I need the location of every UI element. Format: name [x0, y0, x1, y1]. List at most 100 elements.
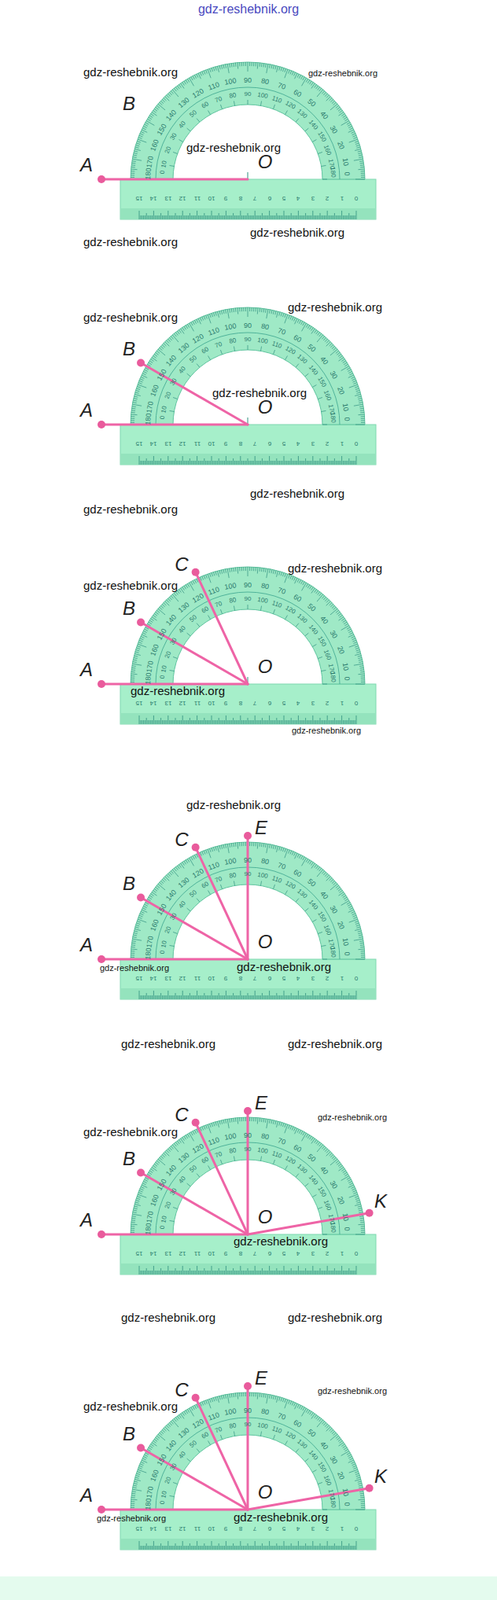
ruler-tick	[158, 460, 160, 465]
degree-tick	[319, 592, 322, 597]
degree-tick	[275, 845, 277, 850]
ruler-tick	[238, 1270, 240, 1275]
ruler-tick	[143, 215, 144, 220]
ruler-tick	[265, 215, 267, 220]
inner-tick	[260, 881, 262, 887]
degree-tick	[360, 946, 365, 949]
degree-tick	[309, 585, 312, 590]
degree-tick	[272, 310, 274, 315]
degree-tick	[215, 66, 217, 71]
ruler-tick	[294, 995, 296, 1000]
ruler-tick	[337, 1270, 339, 1275]
degree-tick	[360, 950, 365, 952]
degree-tick	[291, 71, 294, 76]
ruler-tick	[320, 1543, 321, 1550]
degree-tick	[353, 642, 358, 645]
ruler-tick	[328, 720, 330, 725]
ruler-tick	[329, 1546, 331, 1550]
ruler-tick	[160, 993, 162, 1000]
degree-tick	[309, 80, 312, 85]
degree-tick	[284, 574, 288, 583]
ruler-tick	[298, 456, 299, 465]
ruler-tick	[265, 720, 266, 725]
degree-tick	[265, 1119, 267, 1123]
inner-tick	[233, 346, 235, 352]
degree-tick	[338, 1163, 342, 1167]
degree-tick	[251, 842, 253, 847]
ruler-tick	[239, 1541, 241, 1550]
ruler-tick	[198, 215, 199, 220]
ruler-tick	[205, 995, 207, 1000]
ruler-tick	[175, 993, 177, 1000]
ruler-tick	[342, 1546, 344, 1550]
ruler-tick	[250, 1270, 251, 1275]
ruler-tick	[151, 215, 153, 220]
degree-tick	[311, 327, 314, 331]
degree-tick	[330, 99, 334, 102]
degree-tick	[257, 308, 259, 315]
ruler-tick	[151, 460, 153, 465]
degree-tick	[167, 873, 170, 877]
degree-tick	[136, 1196, 141, 1198]
ruler-tick	[292, 1270, 294, 1275]
degree-tick	[178, 84, 181, 88]
degree-tick	[169, 337, 172, 341]
ruler-tick	[284, 215, 286, 220]
degree-tick	[354, 393, 361, 396]
ruler-tick	[173, 720, 175, 725]
ruler-tick	[193, 720, 195, 725]
ruler-tick	[301, 995, 303, 1000]
ruler-tick	[199, 720, 201, 725]
ruler-tick	[334, 458, 336, 465]
degree-tick	[156, 350, 160, 354]
degree-tick	[266, 309, 269, 319]
degree-tick	[357, 1224, 365, 1226]
ruler-tick	[342, 720, 344, 725]
degree-tick	[302, 77, 305, 81]
ruler-tick	[346, 995, 347, 1000]
degree-tick	[307, 860, 310, 864]
inner-tick	[187, 373, 192, 377]
ruler-tick	[211, 715, 213, 725]
ruler-tick	[237, 720, 239, 725]
ruler-tick	[332, 1270, 334, 1275]
ruler-tick	[244, 215, 246, 220]
degree-tick	[160, 880, 164, 884]
degree-tick	[133, 657, 138, 659]
ruler-tick	[220, 460, 221, 465]
ruler-tick	[268, 990, 270, 1000]
ruler-tick	[263, 1270, 265, 1275]
ruler-tick	[254, 456, 256, 465]
ruler-tick	[348, 1268, 350, 1275]
point-dot	[97, 955, 106, 964]
degree-tick	[137, 384, 147, 388]
degree-tick	[349, 633, 353, 635]
degree-tick	[247, 566, 249, 577]
degree-tick	[338, 890, 343, 893]
degree-tick	[268, 844, 271, 849]
ruler-tick	[289, 720, 291, 725]
degree-tick	[239, 307, 240, 312]
degree-tick	[245, 566, 247, 571]
degree-tick	[357, 169, 365, 171]
ruler-tick	[270, 1546, 272, 1550]
ruler-tick	[267, 995, 269, 1000]
ruler-tick	[213, 460, 215, 465]
degree-tick	[330, 879, 334, 882]
degree-tick	[139, 913, 144, 916]
degree-tick	[329, 877, 333, 880]
degree-tick	[131, 408, 136, 410]
degree-tick	[139, 1189, 144, 1191]
ruler-tick	[303, 1546, 305, 1550]
ruler-tick	[167, 990, 169, 1000]
degree-tick	[351, 1186, 356, 1189]
inner-tick	[317, 397, 323, 399]
ruler-tick	[147, 995, 149, 1000]
ruler-tick	[260, 215, 262, 220]
ruler-tick	[220, 720, 221, 725]
ruler-tick	[212, 720, 214, 725]
degree-tick	[194, 74, 196, 78]
degree-tick	[329, 1152, 333, 1156]
ruler-tick	[206, 1270, 208, 1275]
